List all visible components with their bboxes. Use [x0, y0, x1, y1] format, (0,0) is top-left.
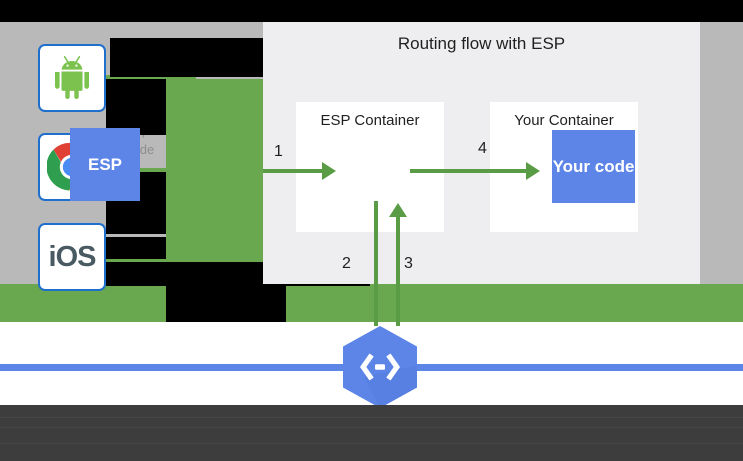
page-title: Routing flow with ESP — [397, 34, 566, 53]
overlay-hairline — [0, 443, 743, 444]
redaction-mask — [106, 237, 166, 259]
esp-service-box: ESP — [70, 128, 140, 201]
load-balancer-slab — [166, 79, 271, 284]
client-wire-android — [106, 75, 196, 79]
bottom-overlay — [0, 411, 743, 461]
step-number-2: 2 — [342, 255, 351, 272]
arrow-4-head — [526, 162, 540, 180]
background-green-band — [0, 284, 743, 322]
client-wire-ios — [106, 258, 196, 262]
ios-label: iOS — [48, 240, 97, 273]
step-number-3: 3 — [404, 255, 413, 272]
esp-container-box: ESP Container — [296, 102, 444, 232]
code-brackets-hexagon-icon — [343, 326, 417, 408]
esp-container-label: ESP Container — [320, 112, 420, 129]
arrow-1-head — [322, 162, 336, 180]
client-card-ios: iOS — [38, 223, 106, 291]
redaction-mask — [110, 38, 270, 77]
step-number-1: 1 — [274, 143, 283, 160]
service-control-hexagon — [338, 325, 422, 409]
arrow-4-line — [410, 169, 530, 173]
client-card-android — [38, 44, 106, 112]
step-number-4: 4 — [478, 140, 487, 157]
arrow-1-line — [263, 169, 325, 173]
your-code-box: Your code — [552, 130, 635, 203]
overlay-hairline — [0, 417, 743, 418]
arrow-2-line — [374, 201, 378, 326]
arrow-3-head — [389, 203, 407, 217]
arrow-3-line — [396, 216, 400, 326]
overlay-hairline — [0, 427, 743, 428]
client-wire-chrome — [106, 168, 196, 172]
your-container-label: Your Container — [514, 112, 614, 129]
redaction-mask — [166, 284, 286, 322]
android-icon — [55, 55, 89, 99]
redaction-mask — [106, 79, 166, 135]
top-black-bar — [0, 0, 743, 22]
